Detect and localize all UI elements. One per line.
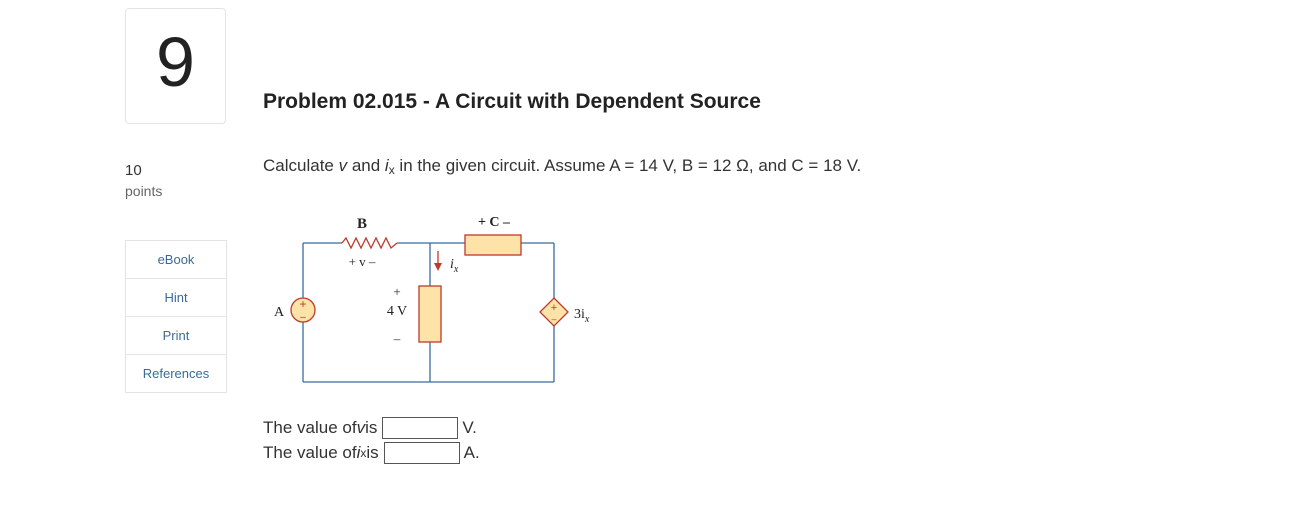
voltage-source-a [290,297,316,323]
label-4v: 4 V [387,304,407,319]
element-c [464,234,522,256]
points-value: 10 [125,162,142,179]
answer-i-is: is [366,443,379,462]
references-link[interactable]: References [142,366,210,381]
prompt-var-sub: x [388,163,395,177]
answer-v-prefix: The value of [263,418,357,437]
answer-i-prefix: The value of [263,443,357,462]
points-info: 10 points [125,162,162,199]
answer-v-row: The value of v is V. [263,417,477,439]
label-dep: 3i [574,307,585,322]
answer-v-unit: V. [462,418,477,437]
prompt-end: in the given circuit. Assume A = 14 V, B… [394,156,862,175]
label-b: B [357,216,367,232]
ebook-link[interactable]: eBook [126,241,226,279]
source-a-plus: + [299,297,306,311]
svg-text:ix: ix [450,257,459,275]
dep-source-plus: + [551,302,557,314]
label-c: + C – [478,215,511,230]
answer-i-var: i [356,443,361,462]
svg-text:3ix: 3ix [574,307,590,325]
answer-i-sub: x [360,446,367,460]
source-a-minus: – [300,312,306,323]
prompt-var-i: i [384,156,389,175]
prompt-and: and [347,156,385,175]
answer-i-input[interactable] [383,442,460,464]
points-label: points [125,183,163,199]
circuit-wires [302,242,555,383]
label-a: A [274,305,285,320]
hint-link[interactable]: Hint [126,279,226,317]
prompt-var-v: v [338,156,348,175]
side-menu: eBook Hint Print References [125,240,227,393]
answer-v-is: is [365,418,378,437]
element-middle [418,285,442,343]
current-arrow-head [434,263,442,271]
label-4v-minus: – [393,331,401,346]
print-link[interactable]: Print [126,317,226,355]
problem-prompt: Calculate v and ix in the given circuit.… [263,156,861,177]
dependent-source [539,297,569,327]
answer-v-input[interactable] [382,417,459,439]
label-dep-sub: x [584,314,590,325]
label-v: + v – [349,254,376,269]
circuit-diagram: + – + – B + v – + C – A + 4 V – ix 3ix [274,215,590,383]
question-number-box: 9 [125,8,226,124]
dep-source-minus: – [551,314,556,324]
answer-v-var: v [356,418,366,437]
answer-i-unit: A. [463,443,480,462]
resistor-b [341,236,398,250]
label-4v-plus: + [393,284,400,299]
label-ix-sub: x [453,264,459,275]
label-ix: i [450,257,454,272]
problem-title: Problem 02.015 - A Circuit with Dependen… [263,90,761,113]
prompt-start: Calculate [263,156,339,175]
question-number: 9 [156,23,195,101]
